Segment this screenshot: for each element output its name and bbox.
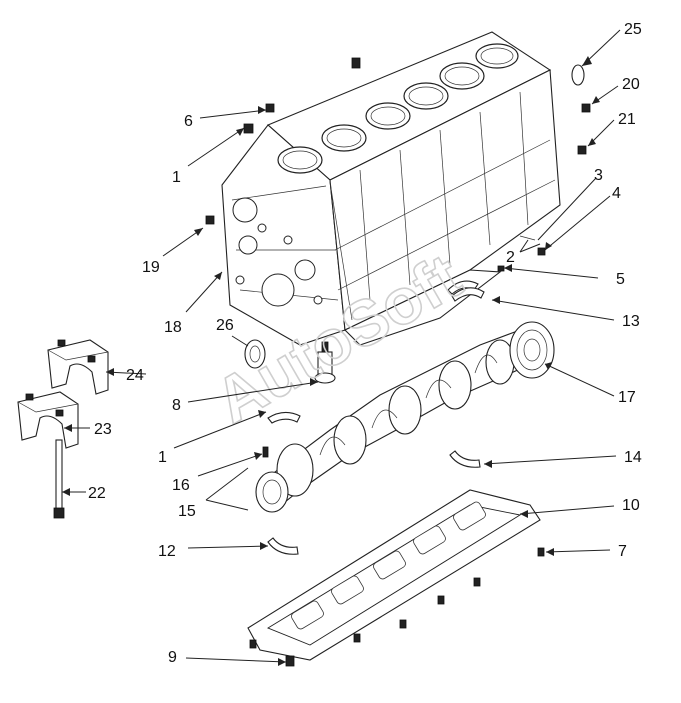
small-parts-group <box>571 64 591 155</box>
main-bearing-caps <box>17 339 109 519</box>
callout-21: 21 <box>618 111 636 128</box>
callout-22: 22 <box>88 485 106 502</box>
callout-26: 26 <box>216 317 234 334</box>
callout-1-top: 1 <box>172 169 181 186</box>
callout-12: 12 <box>158 543 176 560</box>
callout-16: 16 <box>172 477 190 494</box>
callout-8: 8 <box>172 397 181 414</box>
callout-7: 7 <box>618 543 627 560</box>
callout-18: 18 <box>164 319 182 336</box>
callout-14: 14 <box>624 449 642 466</box>
callout-19: 19 <box>142 259 160 276</box>
crankshaft <box>255 321 555 513</box>
callout-6: 6 <box>184 113 193 130</box>
callout-23: 23 <box>94 421 112 438</box>
callout-2: 2 <box>506 249 515 266</box>
callout-17: 17 <box>618 389 636 406</box>
callout-10: 10 <box>622 497 640 514</box>
callout-9: 9 <box>168 649 177 666</box>
leader-lines <box>62 29 621 663</box>
thrust-ring <box>244 339 266 369</box>
bearing-shells <box>267 280 485 555</box>
callout-labels: 25 20 21 6 1 3 4 2 5 19 18 13 26 24 17 8… <box>88 21 642 666</box>
cylinder-block <box>205 31 561 346</box>
callout-1-bottom: 1 <box>158 449 167 466</box>
callout-13: 13 <box>622 313 640 330</box>
callout-15: 15 <box>178 503 196 520</box>
arrowheads <box>62 56 600 666</box>
callout-20: 20 <box>622 76 640 93</box>
callout-25: 25 <box>624 21 642 38</box>
bearing-ladder-frame <box>247 489 545 667</box>
callout-4: 4 <box>612 185 621 202</box>
callout-5: 5 <box>616 271 625 288</box>
callout-24: 24 <box>126 367 144 384</box>
callout-3: 3 <box>594 167 603 184</box>
piston-cooling-nozzle <box>314 341 336 384</box>
